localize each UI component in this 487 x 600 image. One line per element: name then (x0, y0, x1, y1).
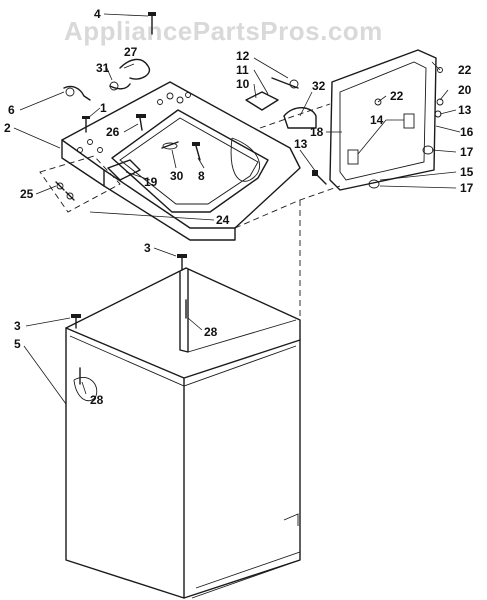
callout-3-upper: 3 (144, 241, 151, 255)
callout-17-bottom: 17 (460, 181, 474, 195)
callout-2: 2 (4, 121, 11, 135)
small-parts (39, 12, 444, 402)
callout-14: 14 (370, 113, 384, 127)
callout-30: 30 (170, 169, 184, 183)
callout-3-left: 3 (14, 319, 21, 333)
callout-22-lid: 22 (390, 89, 404, 103)
callout-31: 31 (96, 61, 110, 75)
callout-17-top: 17 (460, 145, 474, 159)
callout-28-front: 28 (90, 393, 104, 407)
callout-16: 16 (460, 125, 474, 139)
assembly-lines (234, 103, 341, 330)
callout-18: 18 (310, 125, 324, 139)
callout-25: 25 (20, 187, 34, 201)
callout-6: 6 (8, 103, 15, 117)
callout-32: 32 (312, 79, 326, 93)
callout-15: 15 (460, 165, 474, 179)
callout-12: 12 (236, 49, 250, 63)
watermark: AppliancePartsPros.com (64, 16, 383, 46)
callout-28-upper: 28 (204, 325, 218, 339)
callout-24: 24 (216, 213, 230, 227)
callout-4: 4 (94, 7, 101, 21)
callout-27: 27 (124, 45, 138, 59)
lid (329, 49, 437, 191)
callout-labels: 4 27 31 6 1 2 26 12 11 10 32 22 22 20 13… (4, 7, 474, 407)
callout-13-top: 13 (458, 103, 472, 117)
callout-13-bottom: 13 (294, 137, 308, 151)
callout-26: 26 (106, 125, 120, 139)
callout-10: 10 (236, 77, 250, 91)
callout-19: 19 (144, 175, 158, 189)
cabinet (65, 267, 301, 599)
washer-top (61, 81, 301, 241)
callout-1: 1 (100, 101, 107, 115)
callout-11: 11 (236, 63, 249, 77)
callout-5: 5 (14, 337, 21, 351)
callout-8: 8 (198, 169, 205, 183)
callout-20: 20 (458, 83, 472, 97)
callout-22-top: 22 (458, 63, 472, 77)
leader-lines (13, 13, 461, 405)
